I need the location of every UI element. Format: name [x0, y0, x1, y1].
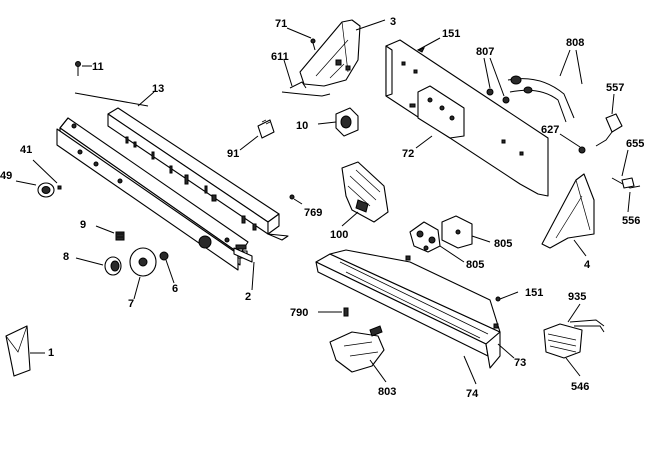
- part-91-switch: [239, 119, 275, 151]
- label-1: 1: [48, 347, 54, 359]
- label-6: 6: [172, 283, 178, 295]
- part-13-control-panel: [56, 107, 289, 291]
- part-71-screw: [286, 27, 316, 51]
- part-611-hose: [281, 59, 331, 97]
- label-807: 807: [476, 46, 494, 58]
- part-790-clip: [318, 307, 349, 317]
- label-72: 72: [402, 148, 414, 160]
- label-151a: 151: [442, 28, 460, 40]
- leader-13: [74, 92, 149, 107]
- label-41: 41: [20, 144, 32, 156]
- part-557-plug: [595, 93, 623, 147]
- label-556: 556: [622, 215, 640, 227]
- label-805a: 805: [494, 238, 512, 250]
- part-8-skirt: [75, 256, 122, 276]
- label-91: 91: [227, 148, 239, 160]
- label-9: 9: [80, 219, 86, 231]
- part-805-valve: [409, 221, 465, 263]
- part-808-hose: [507, 49, 583, 123]
- label-2: 2: [245, 291, 251, 303]
- part-1-manual: [5, 325, 45, 377]
- label-7: 7: [128, 298, 134, 310]
- part-546-harness: [543, 303, 605, 377]
- part-9-clip: [95, 225, 125, 241]
- part-10-timer: [317, 107, 359, 137]
- label-4: 4: [584, 259, 591, 271]
- part-3-end-cap: [299, 19, 386, 87]
- part-49-knob: [15, 159, 62, 198]
- part-556-cord: [611, 149, 641, 213]
- label-808: 808: [566, 37, 584, 49]
- label-151b: 151: [525, 287, 543, 299]
- label-74: 74: [466, 388, 479, 400]
- part-7-dial: [129, 247, 157, 300]
- label-71: 71: [275, 18, 287, 30]
- label-557: 557: [606, 82, 624, 94]
- part-100-valve: [341, 161, 389, 227]
- label-49: 49: [0, 170, 12, 182]
- part-4-end-cap: [541, 173, 595, 257]
- label-655: 655: [626, 138, 644, 150]
- label-3: 3: [390, 16, 396, 28]
- label-803: 803: [378, 386, 396, 398]
- label-769: 769: [304, 207, 322, 219]
- label-611: 611: [271, 51, 289, 63]
- part-627-nut: [559, 133, 586, 154]
- part-807-washer: [483, 57, 510, 104]
- part-805-bracket: [441, 215, 491, 249]
- part-11-screw: [75, 61, 92, 76]
- part-769-screw: [289, 194, 303, 205]
- label-805b: 805: [466, 259, 484, 271]
- label-10: 10: [296, 120, 308, 132]
- part-74-trim: [315, 249, 515, 385]
- label-100: 100: [330, 229, 348, 241]
- part-6-nut: [159, 251, 175, 284]
- label-546: 546: [571, 381, 589, 393]
- label-935: 935: [568, 291, 586, 303]
- label-13: 13: [152, 83, 164, 95]
- label-627: 627: [541, 124, 559, 136]
- label-790: 790: [290, 307, 308, 319]
- part-151-screw-top: [416, 37, 441, 53]
- label-73: 73: [514, 357, 526, 369]
- part-803-cover: [329, 325, 387, 383]
- part-151-screw-bottom: [495, 291, 519, 302]
- label-11: 11: [92, 61, 104, 73]
- leader-13b: [137, 91, 155, 107]
- label-8: 8: [63, 251, 69, 263]
- part-72-backsplash: [385, 39, 549, 197]
